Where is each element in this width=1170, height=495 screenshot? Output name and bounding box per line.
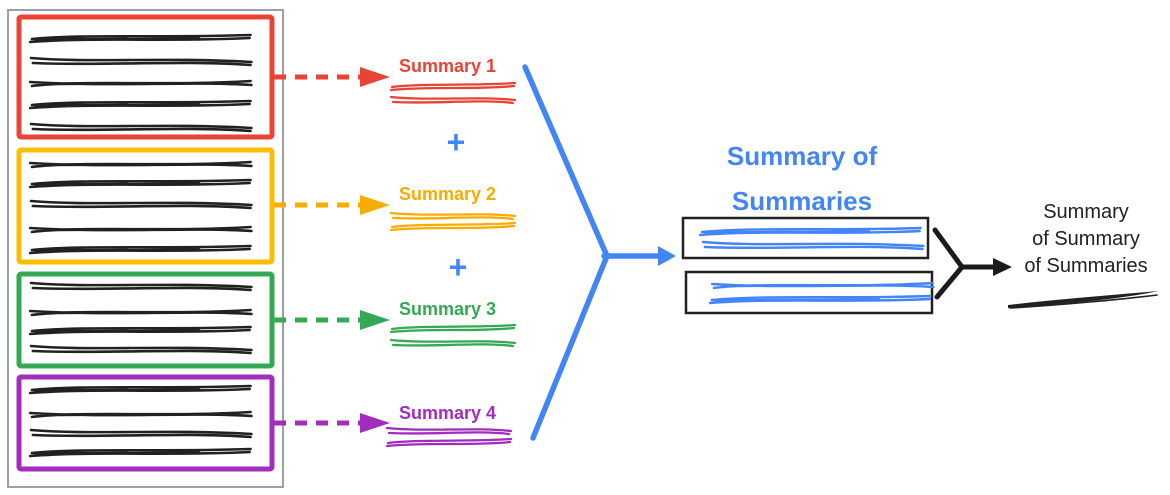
arrow-doc1-to-summary1 (274, 67, 390, 87)
summary3-label: Summary 3 (399, 299, 497, 319)
arrow-doc4-to-summary4 (274, 413, 390, 433)
summary-of-summaries-title: Summary of Summaries (726, 141, 878, 216)
plus-operator-2: + (448, 249, 468, 285)
final-summary-scribble (1008, 291, 1159, 309)
final-title-line-2: of Summary (1032, 228, 1140, 250)
summary4-label: Summary 4 (399, 403, 497, 423)
document-box-purple (16, 374, 275, 472)
summary-of-summaries-box-2 (684, 270, 935, 315)
arrow-doc2-to-summary2 (274, 195, 390, 215)
summary4-scribbles (385, 426, 513, 448)
summary1-scribbles (389, 81, 517, 105)
summary1-label: Summary 1 (399, 56, 497, 76)
final-title-line-1: Summary (1043, 201, 1129, 223)
blue-text-scribbles (698, 226, 925, 251)
arrow-doc3-to-summary3 (274, 310, 390, 330)
blue-text-scribbles (708, 281, 935, 305)
final-summary-title: Summary of Summary of Summaries (1008, 199, 1164, 280)
summary2-scribbles (389, 211, 517, 232)
final-merge-arrow (932, 227, 1012, 300)
summary3-scribbles (389, 323, 517, 348)
final-title-line-3: of Summaries (1024, 255, 1148, 277)
document-box-green (16, 271, 275, 369)
summary2-label: Summary 2 (399, 184, 497, 204)
document-box-red (16, 14, 275, 140)
combine-arrow (522, 64, 676, 441)
document-box-orange (16, 147, 275, 265)
summary-of-summaries-box-1 (681, 216, 930, 260)
plus-operator-1: + (446, 124, 466, 160)
